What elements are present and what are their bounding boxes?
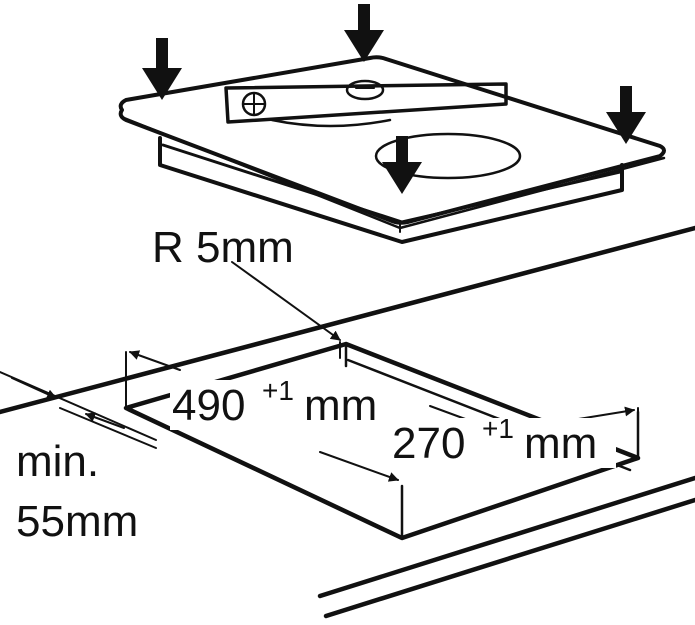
worktop-front-edge-top — [317, 475, 695, 599]
width-value: 270 — [392, 419, 465, 468]
length-unit: mm — [304, 381, 377, 430]
min-value-label: 55mm — [16, 497, 138, 546]
down-arrow-icon-center — [382, 136, 422, 194]
dimension-radius — [231, 261, 341, 341]
length-tolerance: +1 — [262, 375, 294, 406]
worktop-back-edge — [0, 225, 695, 415]
spirit-level-icon — [224, 79, 508, 124]
width-unit: mm — [524, 419, 597, 468]
dimension-min-55 — [0, 371, 157, 449]
min-arrow-inner — [85, 412, 125, 429]
length-label-bg — [170, 380, 388, 430]
min-label: min. — [16, 437, 99, 486]
dim-arrow-270-left — [319, 451, 399, 482]
down-arrow-icon-right — [606, 86, 646, 144]
min-arrow-outer — [11, 377, 57, 399]
hob-appliance — [118, 55, 666, 244]
dim-arrow-490-left — [129, 350, 181, 371]
width-label-bg — [392, 418, 616, 468]
hob-base-body — [158, 136, 624, 244]
min-ext-line-bottom — [59, 407, 157, 449]
cooking-zone-front — [374, 132, 522, 180]
cooking-zone-back — [270, 118, 392, 128]
width-label: 270 +1 mm — [392, 413, 616, 468]
down-arrow-icon-left — [142, 38, 182, 100]
worktop — [0, 225, 695, 619]
worktop-front-edge-bottom — [323, 497, 695, 619]
down-arrow-icon-top — [344, 4, 384, 62]
length-value: 490 — [172, 381, 245, 430]
width-tolerance: +1 — [482, 413, 514, 444]
radius-leader — [231, 261, 341, 341]
length-label: 490 +1 mm — [170, 375, 388, 430]
radius-label: R 5mm — [152, 223, 294, 272]
